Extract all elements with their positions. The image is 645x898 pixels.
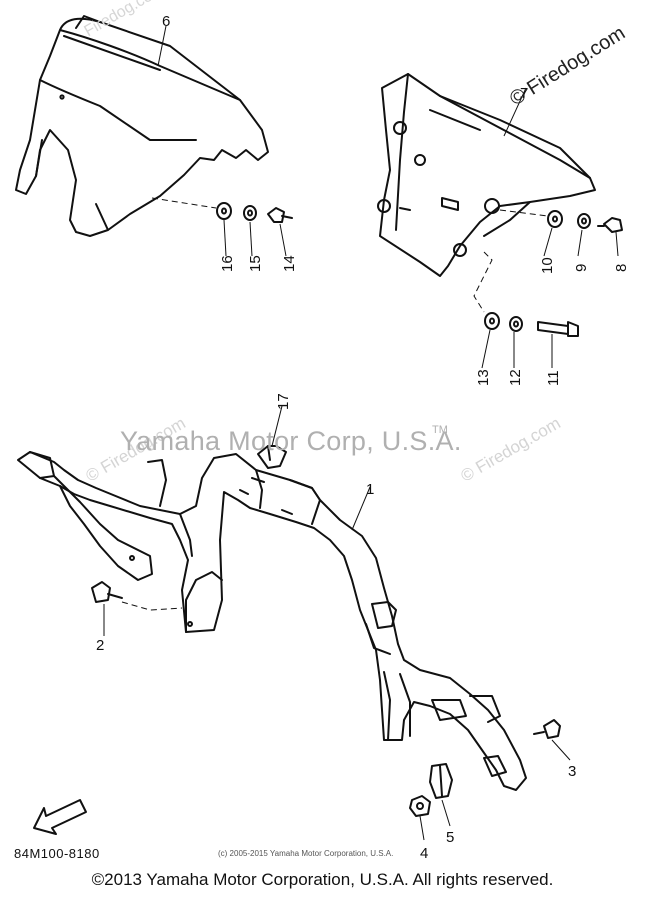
- callout-12: 12: [507, 369, 524, 386]
- watermark-tm: TM: [432, 424, 448, 436]
- part-6-cowling: [15, 15, 269, 237]
- callout-2: 2: [96, 637, 104, 654]
- callout-7: 7: [520, 85, 528, 102]
- callout-9: 9: [573, 264, 590, 272]
- callout-14: 14: [281, 255, 298, 272]
- callout-17: 17: [275, 393, 292, 410]
- callout-11: 11: [545, 370, 562, 386]
- callout-3: 3: [568, 763, 576, 780]
- callout-8: 8: [613, 264, 630, 272]
- callout-15: 15: [247, 255, 264, 272]
- bracket-5: [429, 763, 453, 799]
- callout-5: 5: [446, 829, 454, 846]
- callout-10: 10: [539, 257, 556, 274]
- bolt-3: [533, 719, 561, 739]
- hardware-10-9-8: [547, 210, 623, 233]
- callout-6: 6: [162, 13, 170, 30]
- fwd-arrow-icon: [33, 799, 87, 835]
- hardware-16-15-14: [216, 202, 293, 223]
- callout-1: 1: [366, 481, 374, 498]
- callout-16: 16: [219, 255, 236, 272]
- part-7-side-cover: [377, 73, 596, 277]
- callout-lines: [103, 25, 619, 841]
- part-code: 84M100-8180: [14, 846, 100, 861]
- footer-copyright: ©2013 Yamaha Motor Corporation, U.S.A. A…: [91, 870, 554, 889]
- nut-4: [409, 795, 431, 817]
- bolt-2: [91, 581, 123, 603]
- part-17-clamp: [257, 445, 287, 469]
- callout-4: 4: [420, 845, 428, 862]
- callout-13: 13: [475, 369, 492, 386]
- callout-labels: 1 2 3 4 5 6 7 8 9 10 11 12 13 14 15 16 1…: [46, 13, 630, 862]
- leader-lines: [121, 197, 549, 611]
- small-copyright: (c) 2005-2015 Yamaha Motor Corporation, …: [218, 849, 394, 858]
- hardware-13-12-11: [484, 312, 579, 337]
- part-1-frame-stay: [17, 451, 527, 791]
- watermark-corp: Yamaha Motor Corp, U.S.A.: [120, 426, 462, 456]
